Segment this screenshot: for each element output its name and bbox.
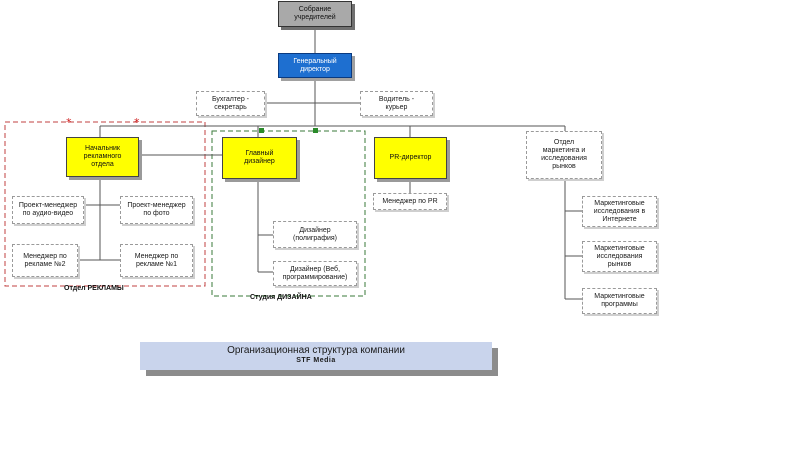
pm-photo-node: Проект-менеджер по фото xyxy=(120,196,193,224)
ad-manager-1-node: Менеджер по рекламе №1 xyxy=(120,244,193,277)
accountant-node: Бухгалтер - секретарь xyxy=(196,91,265,116)
design-department-label: Студия ДИЗАЙНА xyxy=(250,294,312,301)
pm-audio-video-node: Проект-менеджер по аудио-видео xyxy=(12,196,84,224)
marketing-internet-node: Маркетинговые исследования в Интернете xyxy=(582,196,657,227)
ad-head-node: Начальник рекламного отдела xyxy=(66,137,139,177)
chart-caption-company: STF Media xyxy=(296,357,336,364)
general-director-node: Генеральный директор xyxy=(278,53,352,78)
design-department-frame xyxy=(211,130,366,297)
ad-department-label: Отдел РЕКЛАМЫ xyxy=(64,285,124,292)
chart-caption-banner: Организационная структура компании STF M… xyxy=(140,342,492,370)
designer-web-node: Дизайнер (Веб, программирование) xyxy=(273,261,357,286)
pr-director-node: PR-директор xyxy=(374,137,447,179)
pr-manager-node: Менеджер по PR xyxy=(373,193,447,210)
marketing-programs-node: Маркетинговые программы xyxy=(582,288,657,314)
marker-icon: * xyxy=(134,116,140,129)
marker-icon xyxy=(259,128,264,133)
marketing-market-node: Маркетинговые исследования рынков xyxy=(582,241,657,272)
chief-designer-node: Главный дизайнер xyxy=(222,137,297,179)
ad-manager-2-node: Менеджер по рекламе №2 xyxy=(12,244,78,277)
marker-icon xyxy=(313,128,318,133)
designer-print-node: Дизайнер (полиграфия) xyxy=(273,221,357,248)
marker-icon: * xyxy=(66,116,72,129)
marketing-dept-node: Отдел маркетинга и исследования рынков xyxy=(526,131,602,179)
founders-node: Собрание учредителей xyxy=(278,1,352,27)
driver-node: Водитель - курьер xyxy=(360,91,433,116)
ad-department-frame xyxy=(4,121,206,287)
chart-caption-title: Организационная структура компании xyxy=(227,345,405,356)
